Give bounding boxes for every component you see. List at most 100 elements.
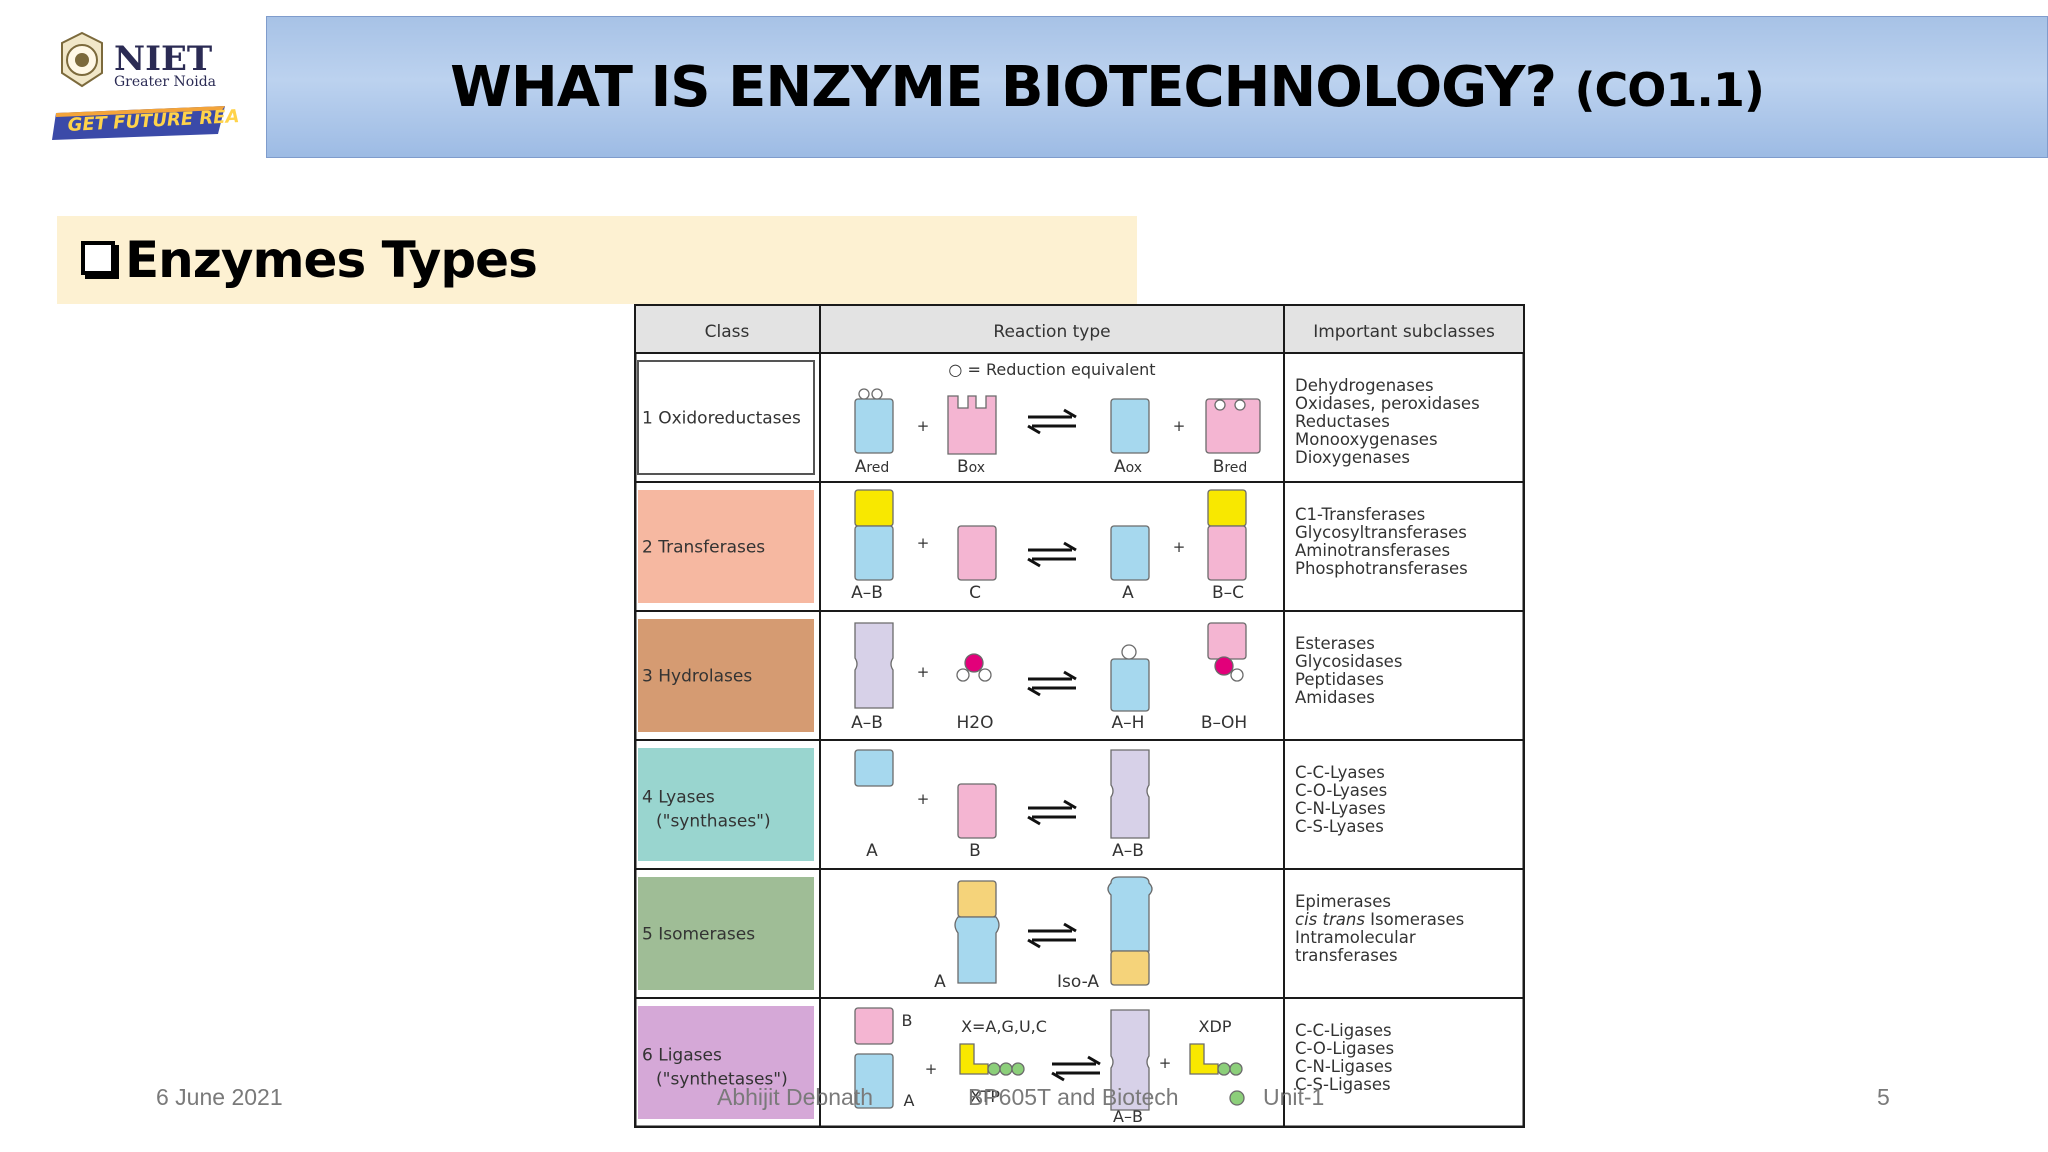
reaction-label: B–OH	[1201, 713, 1247, 733]
plus-sign: +	[917, 790, 930, 808]
title-bar: WHAT IS ENZYME BIOTECHNOLOGY? (CO1.1)	[266, 16, 2048, 158]
reaction-label: Aox	[1114, 457, 1142, 477]
class-name-4: 4 Lyases	[642, 788, 715, 808]
footer-course: BP605T and Biotech	[968, 1084, 1179, 1110]
reduction-legend: ○ = Reduction equivalent	[948, 360, 1155, 379]
plus-sign: +	[1173, 417, 1186, 435]
molecule-block	[854, 525, 894, 581]
class-name-5: 5 Isomerases	[642, 925, 755, 945]
footer-author: Abhijit Debnath	[717, 1084, 873, 1110]
reaction-label: C	[969, 583, 981, 603]
arrow-reverse	[1027, 557, 1076, 568]
footer-page-number: 5	[1877, 1084, 1890, 1110]
reaction-label: A	[1122, 583, 1134, 603]
subclass-item: Phosphotransferases	[1295, 559, 1468, 578]
subclass-item: C-O-Ligases	[1295, 1039, 1394, 1058]
class-name-1: 1 Oxidoreductases	[642, 409, 801, 429]
reaction-label: XTP	[970, 1087, 1000, 1106]
logo-subtitle: Greater Noida	[114, 74, 216, 90]
subclass-item: C-N-Lyases	[1295, 799, 1386, 818]
subclass-item: cis trans Isomerases	[1295, 910, 1464, 929]
class-cell-6	[638, 1006, 814, 1119]
molecule-block	[954, 916, 1000, 984]
equilibrium-arrow-icon	[1027, 670, 1077, 697]
subclass-item: Monooxygenases	[1295, 430, 1438, 449]
subclass-item: C1-Transferases	[1295, 505, 1425, 524]
molecule-block	[1110, 525, 1150, 581]
plus-sign: +	[917, 534, 930, 552]
molecule-block	[1207, 622, 1247, 660]
slide-title: WHAT IS ENZYME BIOTECHNOLOGY? (CO1.1)	[450, 54, 1765, 120]
subclass-item: Glycosyltransferases	[1295, 523, 1467, 542]
subclass-item: Epimerases	[1295, 892, 1391, 911]
oxygen-atom	[964, 653, 984, 673]
plus-sign: +	[925, 1060, 938, 1078]
tagline-banner: GET FUTURE READY	[52, 105, 268, 140]
reaction-label: A–B	[851, 583, 883, 603]
molecule-block	[1110, 749, 1150, 839]
header-class: Class	[705, 322, 750, 342]
subclass-item: Esterases	[1295, 634, 1375, 653]
molecule-block	[854, 1007, 894, 1045]
plus-sign: +	[917, 417, 930, 435]
oxygen-atom	[1214, 656, 1234, 676]
niet-logo-graphic: NIET Greater Noida GET FUTURE READY	[52, 31, 268, 140]
reaction-label: A–H	[1112, 713, 1145, 733]
molecule-block	[854, 749, 894, 787]
arrow-reverse	[1027, 686, 1076, 697]
plus-sign: +	[1173, 538, 1186, 556]
subclass-item: transferases	[1295, 946, 1398, 965]
molecule-block	[854, 622, 894, 709]
arrow-forward	[1028, 799, 1077, 810]
slide-title-text: WHAT IS ENZYME BIOTECHNOLOGY?	[450, 54, 1557, 120]
reaction-label: Iso-A	[1057, 972, 1099, 992]
hydrogen-atom	[956, 668, 970, 682]
plus-sign: +	[1159, 1054, 1172, 1072]
enzyme-classes-table: Class Reaction type Important subclasses…	[633, 303, 1526, 1129]
molecule-block	[1110, 658, 1150, 712]
molecule-block	[957, 525, 997, 581]
reaction-label: Box	[957, 457, 985, 477]
reaction-label: XDP	[1199, 1017, 1232, 1036]
phosphate-icon	[1229, 1090, 1245, 1106]
molecule-block	[1207, 525, 1247, 581]
phosphate-icon	[1229, 1062, 1243, 1076]
molecule-block	[957, 783, 997, 839]
arrow-reverse	[1027, 938, 1076, 949]
phosphate-icon	[1011, 1062, 1025, 1076]
subclass-item: Dioxygenases	[1295, 448, 1410, 467]
footer-date: 6 June 2021	[156, 1084, 283, 1110]
subclass-item: C-S-Ligases	[1295, 1075, 1391, 1094]
reaction-label: Bred	[1213, 457, 1248, 477]
phosphate-icon	[999, 1062, 1013, 1076]
niet-logo: NIET Greater Noida GET FUTURE READY	[50, 28, 268, 158]
subclass-item: Peptidases	[1295, 670, 1384, 689]
reaction-label: A	[866, 841, 878, 861]
class-note-4: ("synthases")	[656, 812, 771, 832]
checkbox-bullet-icon	[81, 241, 115, 275]
slide-title-code: (CO1.1)	[1574, 62, 1764, 117]
molecule-block	[947, 395, 997, 455]
subclass-item: Amidases	[1295, 688, 1375, 707]
reaction-label: H2O	[957, 713, 994, 733]
molecule-block	[1205, 398, 1261, 454]
class-cell-5	[638, 877, 814, 990]
subclass-item: Reductases	[1295, 412, 1390, 431]
footer-unit: Unit-1	[1263, 1084, 1325, 1110]
hydrogen-atom	[1230, 668, 1244, 682]
enzyme-classes-figure: Class Reaction type Important subclasses…	[633, 303, 1526, 1129]
molecule-block	[854, 489, 894, 527]
phosphate-icon	[987, 1062, 1001, 1076]
atom-circle	[1234, 399, 1246, 411]
subclass-item: Aminotransferases	[1295, 541, 1450, 560]
nucleotide-icon	[959, 1043, 989, 1075]
emblem-icon	[61, 31, 103, 88]
reaction-label: A	[904, 1091, 915, 1110]
arrow-reverse	[1027, 815, 1076, 826]
molecule-block	[1110, 1009, 1150, 1111]
subclass-item: Intramolecular	[1295, 928, 1416, 947]
molecule-block	[957, 880, 997, 918]
equilibrium-arrow-icon	[1027, 799, 1077, 826]
reaction-label: A–B	[1112, 841, 1144, 861]
class-cell-4	[638, 748, 814, 861]
